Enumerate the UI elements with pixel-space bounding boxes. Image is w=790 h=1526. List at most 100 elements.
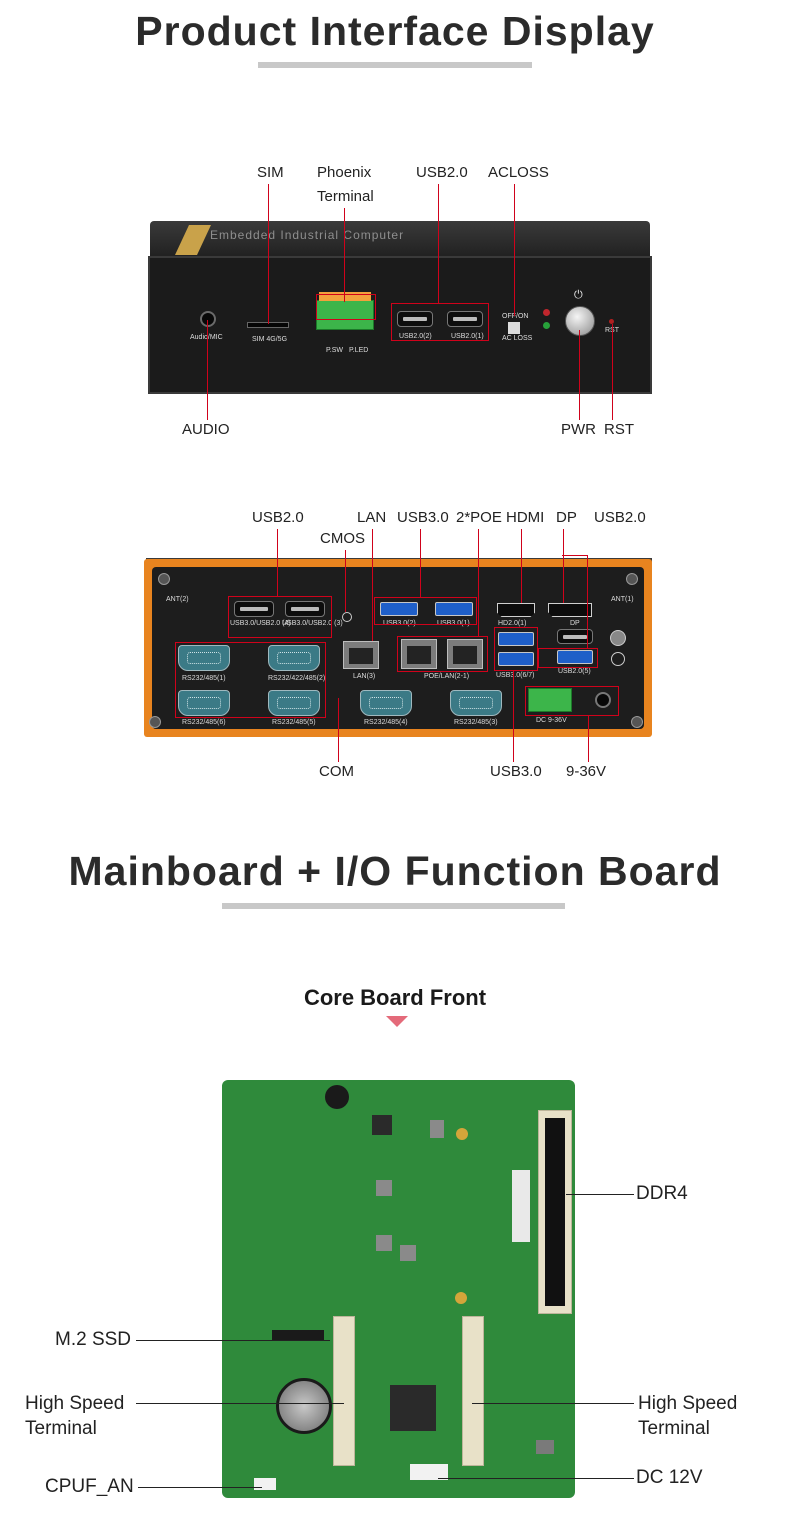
label-hs-left-2: Terminal bbox=[25, 1418, 97, 1439]
line-ddr4 bbox=[566, 1194, 634, 1195]
label-audio: AUDIO bbox=[182, 421, 230, 438]
label-pwr: PWR bbox=[561, 421, 596, 438]
com5-print: RS232/485(5) bbox=[272, 719, 316, 726]
acloss-print: AC LOSS bbox=[502, 335, 533, 342]
usb-port-5 bbox=[557, 650, 593, 664]
device-engraving: Embedded Industrial Computer bbox=[210, 228, 405, 242]
section-title-mainboard: Mainboard + I/O Function Board bbox=[68, 848, 722, 894]
usb3-1-print: USB3.0(1) bbox=[437, 620, 470, 627]
screw bbox=[631, 716, 643, 728]
label-poe: 2*POE bbox=[456, 509, 502, 526]
lan3-print: LAN(3) bbox=[353, 673, 376, 680]
line-phoenix bbox=[344, 208, 345, 302]
label-dc12: DC 12V bbox=[636, 1467, 703, 1488]
usb3-67-print: USB3.0(6/7) bbox=[496, 672, 535, 679]
line-usb20-rear-left bbox=[277, 529, 278, 597]
line-sim bbox=[268, 184, 269, 324]
buzzer bbox=[325, 1085, 349, 1109]
com3-print: RS232/485(3) bbox=[454, 719, 498, 726]
line-hs-left bbox=[136, 1403, 344, 1404]
sticker bbox=[512, 1170, 530, 1242]
inductor bbox=[400, 1245, 416, 1261]
dc-print: DC 9-36V bbox=[536, 717, 567, 724]
usb3-port-2 bbox=[380, 602, 418, 616]
dc-terminal bbox=[528, 688, 572, 712]
line-pwr bbox=[579, 330, 580, 420]
label-usb20-rear-right: USB2.0 bbox=[594, 509, 646, 526]
line-cmos bbox=[345, 550, 346, 612]
line-dp bbox=[563, 529, 564, 603]
chip bbox=[372, 1115, 392, 1135]
label-hs-right-1: High Speed bbox=[638, 1393, 738, 1414]
usb-port-3 bbox=[285, 601, 325, 617]
label-usb20-rear-left: USB2.0 bbox=[252, 509, 304, 526]
poe-port-1 bbox=[447, 639, 483, 669]
box-usb20-5 bbox=[538, 648, 598, 668]
usb-port-6 bbox=[557, 629, 593, 644]
com-port-6 bbox=[178, 690, 230, 716]
label-ddr4: DDR4 bbox=[636, 1183, 688, 1204]
usb1-print: USB2.0(1) bbox=[451, 333, 484, 340]
com4-print: RS232/485(4) bbox=[364, 719, 408, 726]
label-acloss: ACLOSS bbox=[488, 164, 549, 181]
line-usb30-bottom bbox=[513, 671, 514, 762]
title-underline bbox=[258, 62, 532, 68]
line-audio bbox=[207, 320, 208, 420]
mount-hole bbox=[456, 1128, 468, 1140]
usb3-port-6 bbox=[498, 652, 534, 666]
m2-slot bbox=[272, 1330, 324, 1340]
ant2-print: ANT(2) bbox=[166, 596, 189, 603]
led-green bbox=[543, 322, 550, 329]
line-m2 bbox=[136, 1340, 330, 1341]
label-sim: SIM bbox=[257, 164, 284, 181]
lan-port-3 bbox=[343, 641, 379, 669]
label-terminal: Terminal bbox=[317, 188, 374, 205]
mainboard-image bbox=[222, 1080, 575, 1498]
com-port-3 bbox=[450, 690, 502, 716]
label-cpufan: CPUF_AN bbox=[45, 1476, 134, 1497]
line-hs-right bbox=[472, 1403, 634, 1404]
hdmi-print: HD2.0(1) bbox=[498, 620, 527, 627]
usb3-port-1 bbox=[435, 602, 473, 616]
fan-connector bbox=[254, 1478, 276, 1490]
cmos-battery bbox=[276, 1378, 332, 1434]
line-lan bbox=[372, 529, 373, 641]
pled-print: P.LED bbox=[349, 347, 369, 354]
box-dc bbox=[525, 686, 619, 716]
box-usb30-top bbox=[374, 597, 477, 625]
psw-print: P.SW bbox=[326, 347, 343, 354]
inductor bbox=[536, 1440, 554, 1454]
label-lan: LAN bbox=[357, 509, 387, 526]
reset-hole bbox=[609, 319, 614, 324]
line-hdmi bbox=[521, 529, 522, 603]
line-poe bbox=[478, 529, 479, 637]
power-icon: ⏻ bbox=[574, 289, 583, 301]
dc-connector bbox=[410, 1464, 448, 1480]
core-board-title: Core Board Front bbox=[303, 985, 487, 1010]
box-usb20-rear-left bbox=[228, 596, 332, 638]
dc-jack bbox=[595, 692, 611, 708]
label-cmos: CMOS bbox=[320, 530, 365, 547]
audio-jack bbox=[200, 311, 216, 327]
usb3-print: USB3.0/USB2.0 (3) bbox=[282, 620, 343, 627]
hdmi-port bbox=[497, 603, 535, 617]
box-usb30-67 bbox=[494, 627, 538, 671]
down-triangle-icon bbox=[386, 1016, 408, 1027]
label-com: COM bbox=[319, 763, 354, 780]
label-usb20-front: USB2.0 bbox=[416, 164, 468, 181]
line-usb20-rear-right bbox=[587, 556, 588, 648]
usb3-2-print: USB3.0(2) bbox=[383, 620, 416, 627]
poe-print: POE/LAN(2-1) bbox=[424, 673, 470, 680]
power-button bbox=[565, 306, 595, 336]
label-hs-right-2: Terminal bbox=[638, 1418, 710, 1439]
screw bbox=[158, 573, 170, 585]
label-rst: RST bbox=[604, 421, 634, 438]
usb-port-1 bbox=[447, 311, 483, 327]
line-usb20-front bbox=[438, 184, 439, 304]
line-usb20-rear-right-h bbox=[562, 555, 588, 556]
poe-port-2 bbox=[401, 639, 437, 669]
sim-slot-print: SIM 4G/5G bbox=[252, 336, 288, 343]
usb4-print: USB3.0/USB2.0 (4) bbox=[230, 620, 291, 627]
label-usb30-top: USB3.0 bbox=[397, 509, 449, 526]
hs-terminal-right bbox=[462, 1316, 484, 1466]
